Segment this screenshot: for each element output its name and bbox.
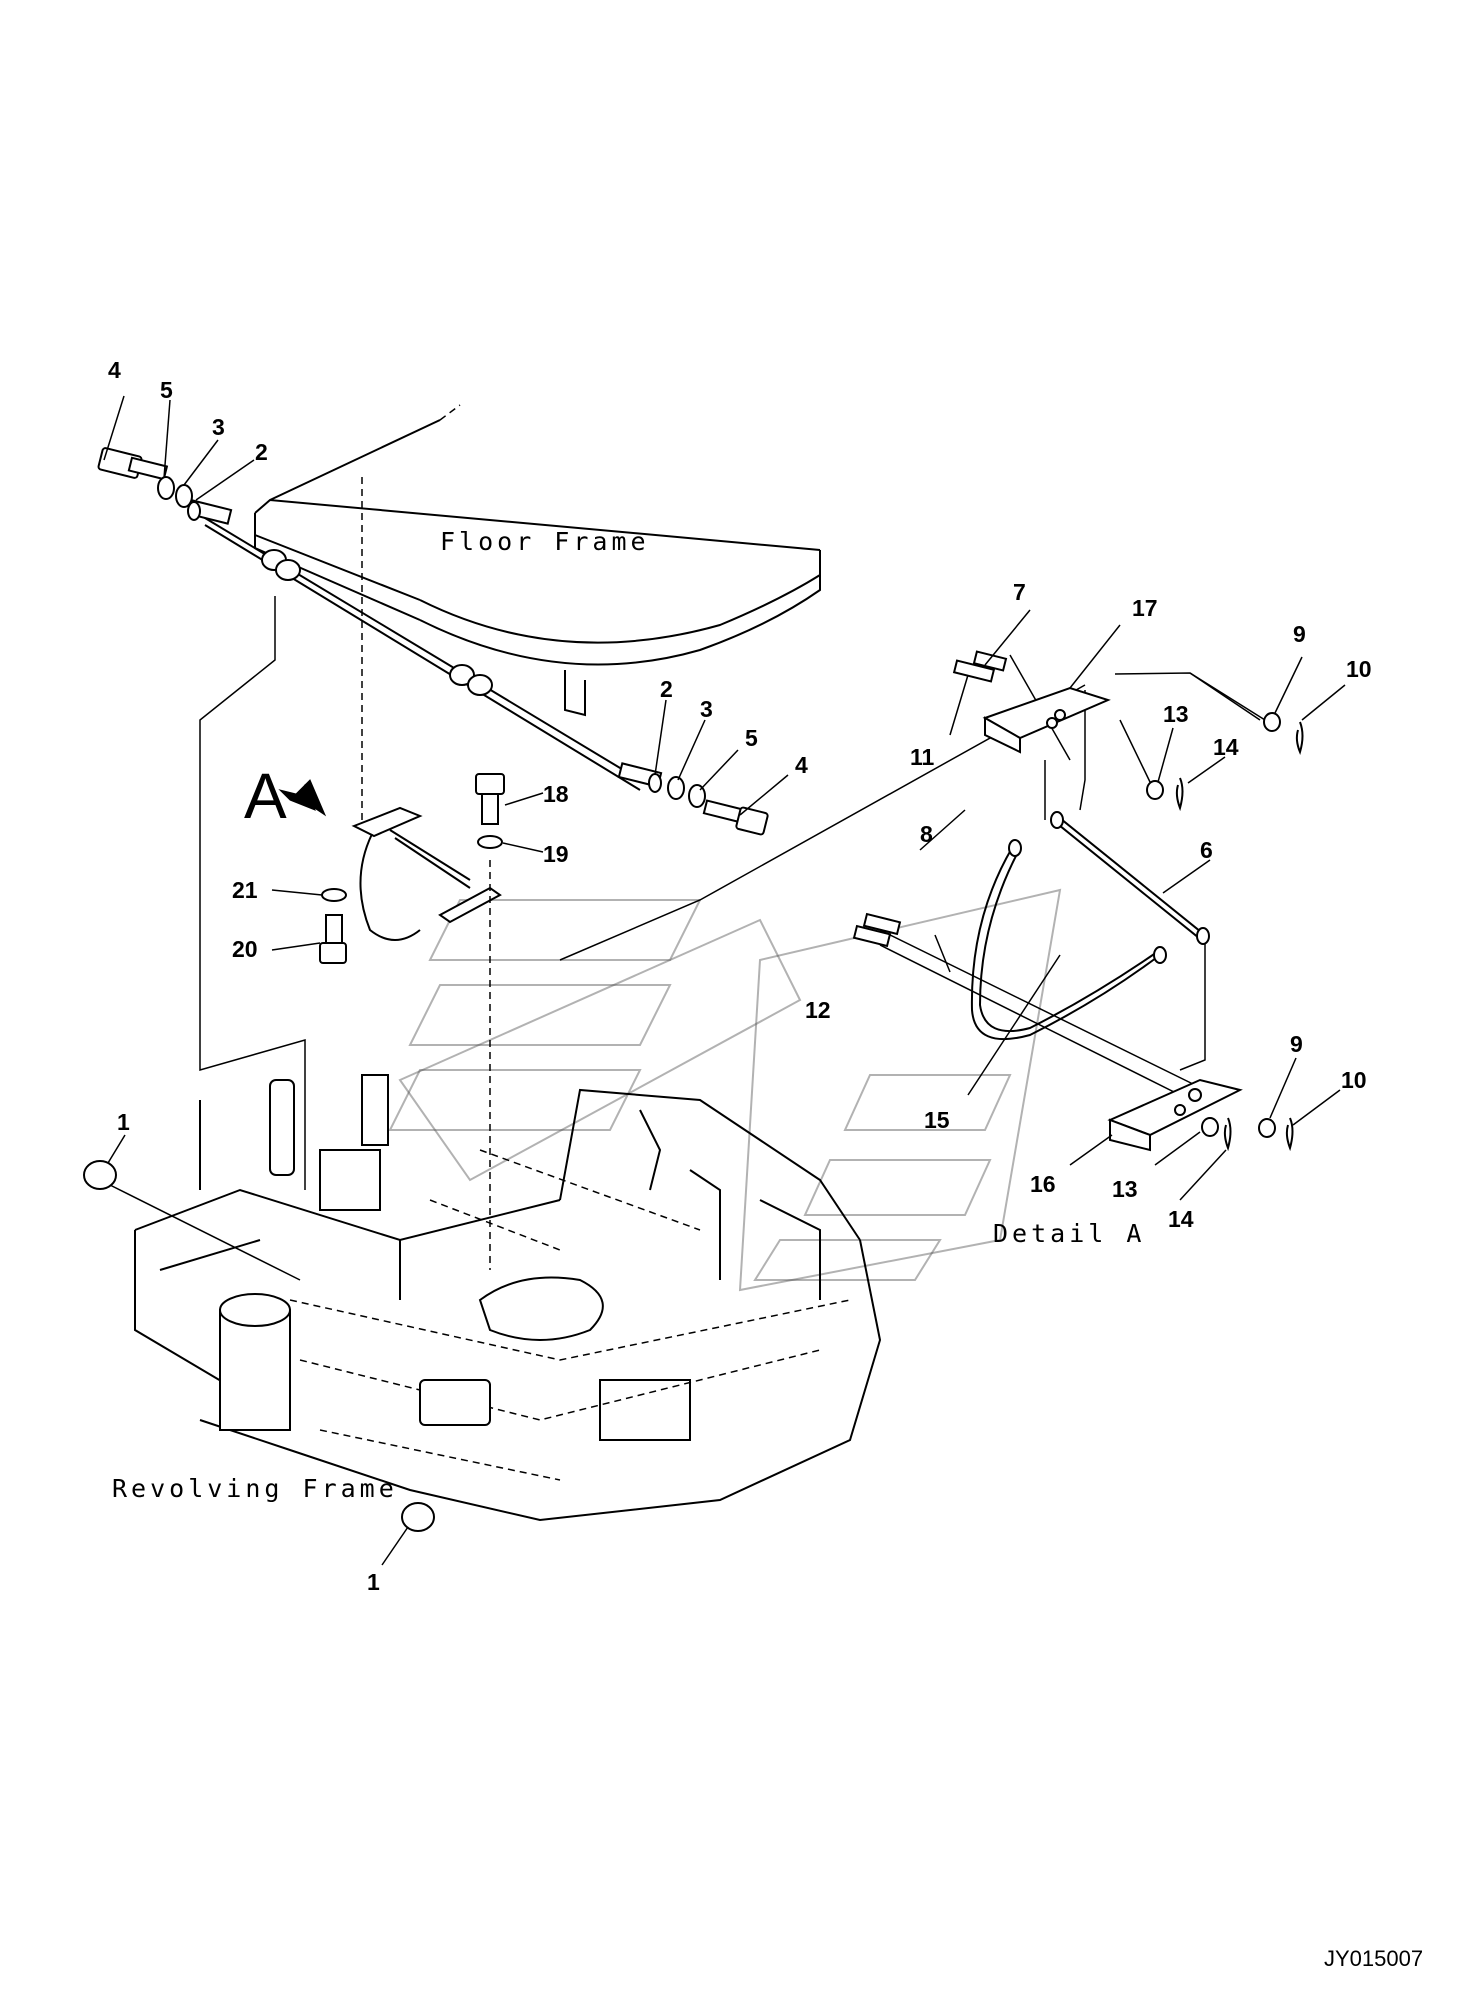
watermark-logo	[388, 888, 1062, 1292]
callout-6: 6	[1200, 837, 1213, 863]
center-bolt-assembly	[475, 773, 505, 849]
callout-13-top: 13	[1163, 701, 1189, 727]
callout-9-top: 9	[1293, 621, 1306, 647]
callout-7: 7	[1013, 579, 1026, 605]
callout-10-top: 10	[1346, 656, 1372, 682]
callout-numbers: 4 5 3 2 2 3 5 4 18 19 21 20 1 1 7 17 9 1…	[108, 357, 1372, 1595]
callout-3: 3	[212, 414, 225, 440]
callout-4: 4	[108, 357, 121, 383]
callout-3-right: 3	[700, 696, 713, 722]
callout-17: 17	[1132, 595, 1158, 621]
callout-12: 12	[805, 997, 831, 1023]
callout-5-right: 5	[745, 725, 758, 751]
callout-20: 20	[232, 936, 258, 962]
callout-8: 8	[920, 821, 933, 847]
detail-a-label: Detail A	[993, 1219, 1145, 1248]
callout-2-right: 2	[660, 676, 673, 702]
center-stay-assembly	[319, 806, 502, 964]
detail-a-drawing	[852, 650, 1304, 1152]
callout-1-bottom: 1	[367, 1569, 380, 1595]
right-bolt-assembly	[617, 762, 769, 836]
drawing-code: JY015007	[1324, 1946, 1423, 1971]
callout-14-top: 14	[1213, 734, 1239, 760]
callout-11: 11	[910, 744, 935, 770]
callout-18: 18	[543, 781, 569, 807]
bushing-parts	[83, 1160, 435, 1532]
callout-10-bottom: 10	[1341, 1067, 1367, 1093]
callout-19: 19	[543, 841, 569, 867]
callout-leaders	[103, 395, 1346, 1566]
callout-4-right: 4	[795, 752, 808, 778]
callout-14-bottom: 14	[1168, 1206, 1194, 1232]
callout-2: 2	[255, 439, 268, 465]
callout-15: 15	[924, 1107, 950, 1133]
callout-13-bottom: 13	[1112, 1176, 1138, 1202]
callout-9-bottom: 9	[1290, 1031, 1303, 1057]
callout-1-top: 1	[117, 1109, 130, 1135]
callout-21: 21	[232, 877, 258, 903]
revolving-frame-drawing	[134, 1074, 882, 1522]
callout-5: 5	[160, 377, 173, 403]
floor-frame-drawing	[199, 404, 821, 791]
view-a-letter: A	[244, 760, 287, 832]
floor-frame-label: Floor Frame	[440, 527, 650, 556]
callout-16: 16	[1030, 1171, 1056, 1197]
view-a-arrow	[278, 779, 327, 817]
left-bolt-assembly	[97, 447, 233, 525]
revolving-frame-label: Revolving Frame	[112, 1474, 398, 1503]
